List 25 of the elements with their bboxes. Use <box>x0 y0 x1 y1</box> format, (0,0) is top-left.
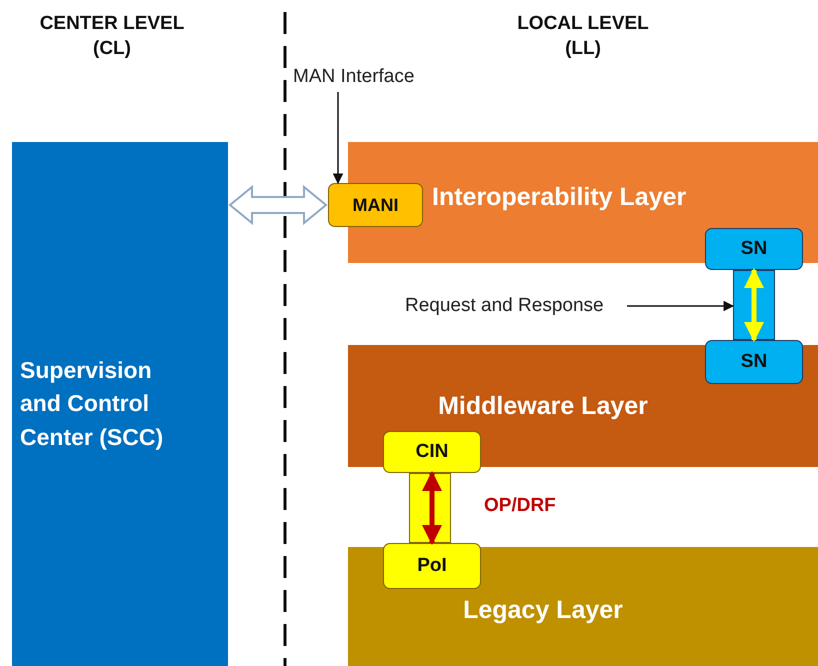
annotation-text: Request and Response <box>405 294 604 318</box>
node-label: CIN <box>416 440 448 464</box>
node-label: Interoperability Layer <box>432 182 686 214</box>
interface-box <box>328 183 423 227</box>
node-box <box>383 431 481 473</box>
node-label: SN <box>740 350 768 374</box>
arrow <box>422 471 442 545</box>
node-label: Middleware Layer <box>438 390 648 422</box>
node-label: Supervision and Control Center (SCC) <box>20 356 164 452</box>
node-box <box>705 228 803 270</box>
node-box <box>383 543 481 589</box>
level-heading: CENTER LEVEL (CL) <box>38 12 186 61</box>
arrow <box>744 268 764 342</box>
layer-band <box>348 547 818 666</box>
control-center-panel <box>12 142 228 666</box>
node-label: SN <box>740 237 768 262</box>
annotation-text: MAN Interface <box>293 65 414 90</box>
node-label: PoI <box>417 554 447 578</box>
arrow <box>627 300 734 312</box>
node-box <box>705 340 803 384</box>
double-arrow <box>228 184 328 226</box>
arrow <box>332 92 344 184</box>
node-label: MANI <box>352 194 398 217</box>
node-label: Legacy Layer <box>463 595 623 626</box>
level-heading: LOCAL LEVEL (LL) <box>516 12 650 61</box>
